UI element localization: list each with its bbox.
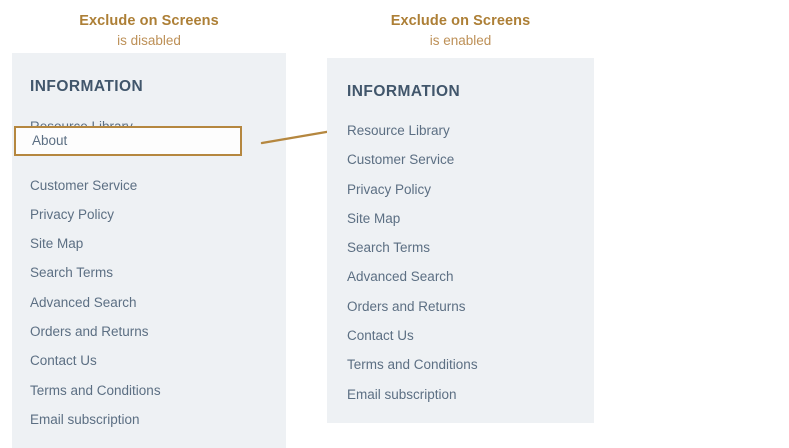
right-caption: Exclude on Screens is enabled [327,12,594,50]
list-item[interactable]: Contact Us [30,353,97,369]
list-item[interactable]: Search Terms [30,265,114,281]
right-caption-title: Exclude on Screens [390,13,531,29]
list-item[interactable]: Customer Service [30,177,138,193]
highlight-box-about: About [14,126,242,156]
left-caption-subtitle: is disabled [117,32,181,48]
list-item[interactable]: Email subscription [30,411,140,427]
information-link-list-left: Resource Library About Customer Service … [30,112,286,434]
list-item[interactable]: Terms and Conditions [347,357,478,373]
left-caption: Exclude on Screens is disabled [12,12,286,50]
list-item[interactable]: Terms and Conditions [30,382,161,398]
footer-panel-disabled: INFORMATION Resource Library About Custo… [12,53,286,448]
list-item[interactable]: Site Map [30,236,84,252]
list-item[interactable]: Customer Service [347,152,455,168]
panel-heading-right: INFORMATION [347,83,461,100]
list-item[interactable]: Site Map [347,210,401,226]
left-caption-title: Exclude on Screens [79,13,219,29]
list-item[interactable]: Contact Us [347,328,414,344]
list-item[interactable]: Search Terms [347,240,431,256]
list-item[interactable]: Advanced Search [347,269,454,285]
list-item[interactable]: Orders and Returns [347,298,466,314]
list-item[interactable]: Resource Library [347,123,450,138]
information-link-list-right: Resource Library Customer Service Privac… [347,116,594,409]
list-item[interactable]: Orders and Returns [30,324,149,340]
list-item[interactable]: Email subscription [347,386,457,402]
panel-heading-left: INFORMATION [30,78,144,95]
right-caption-subtitle: is enabled [429,32,492,48]
list-item[interactable]: Advanced Search [30,294,137,310]
list-item[interactable]: Privacy Policy [30,206,115,222]
footer-panel-enabled: INFORMATION Resource Library Customer Se… [327,58,594,423]
list-item[interactable]: Privacy Policy [347,181,432,197]
highlighted-item-label[interactable]: About [32,133,68,148]
